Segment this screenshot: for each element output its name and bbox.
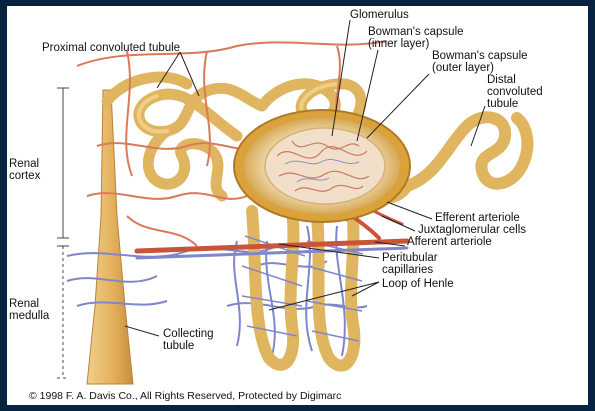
nephron-illustration: [7, 6, 588, 405]
label-glomerulus: Glomerulus: [350, 9, 409, 21]
label-bowmans-capsule-inner: Bowman's capsule: [368, 26, 464, 38]
label-bowmans-capsule-inner-layer: (inner layer): [368, 38, 429, 50]
label-bowmans-capsule-outer-layer: (outer layer): [432, 62, 494, 74]
label-renal-cortex-line-1: Renal: [9, 158, 39, 170]
label-afferent-arteriole: Afferent arteriole: [407, 236, 492, 248]
loop-of-henle: [252, 211, 354, 366]
label-renal-medulla-line-1: Renal: [9, 298, 39, 310]
label-proximal-convoluted-tubule: Proximal convoluted tubule: [42, 42, 180, 54]
label-efferent-arteriole: Efferent arteriole: [435, 212, 520, 224]
label-bowmans-capsule-outer: Bowman's capsule: [432, 50, 528, 62]
label-renal-cortex-line-2: cortex: [9, 170, 40, 182]
figure-panel: Glomerulus Bowman's capsule (inner layer…: [7, 6, 588, 405]
renal-corpuscle: [234, 110, 410, 222]
label-peritubular-line-2: capillaries: [382, 264, 433, 276]
label-distal-line-3: tubule: [487, 98, 518, 110]
label-distal-line-2: convoluted: [487, 86, 543, 98]
label-peritubular-line-1: Peritubular: [382, 252, 438, 264]
label-juxtaglomerular-cells: Juxtaglomerular cells: [418, 224, 526, 236]
label-loop-of-henle: Loop of Henle: [382, 278, 454, 290]
label-collecting-line-2: tubule: [163, 340, 194, 352]
copyright-notice: © 1998 F. A. Davis Co., All Rights Reser…: [29, 390, 341, 402]
region-bracket: [57, 88, 69, 378]
label-distal-line-1: Distal: [487, 74, 516, 86]
label-renal-medulla-line-2: medulla: [9, 310, 49, 322]
label-collecting-line-1: Collecting: [163, 328, 214, 340]
